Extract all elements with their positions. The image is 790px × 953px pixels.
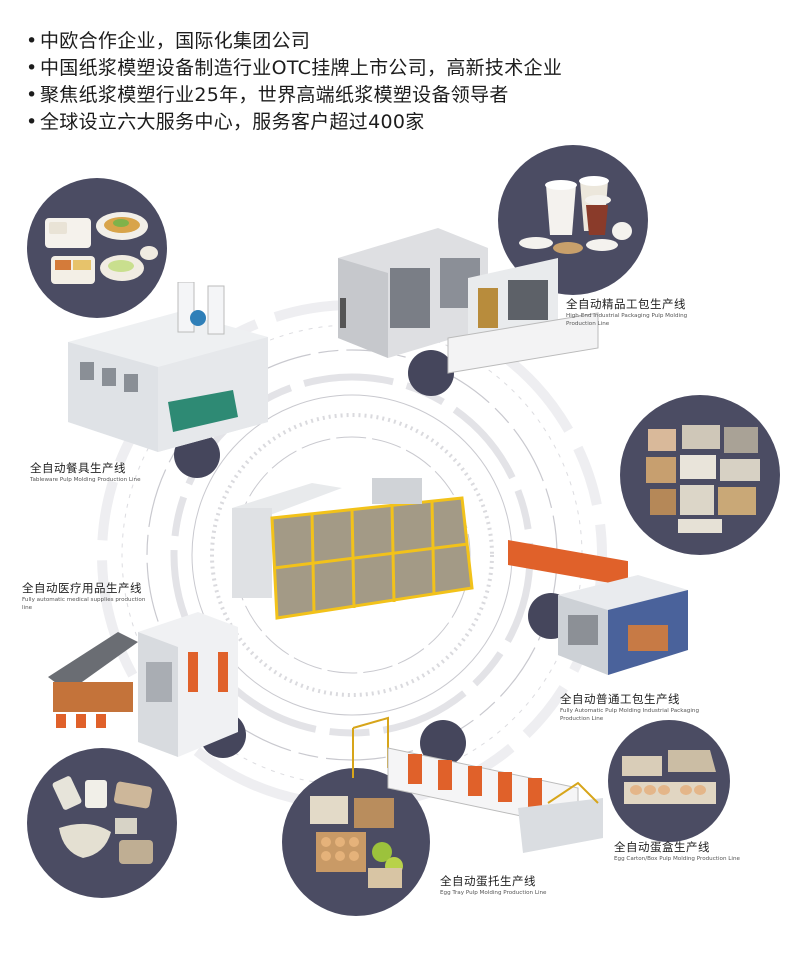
label-egg-tray-en-1: Egg Tray Pulp Molding Production Line — [440, 890, 547, 896]
medical-supplies-machine — [48, 612, 238, 757]
tableware-machine — [68, 282, 268, 452]
label-industrial-en-2: Production Line — [560, 716, 604, 722]
label-industrial-line: 全自动普通工包生产线 Fully Automatic Pulp Molding … — [560, 692, 699, 723]
medical-supplies-icon — [52, 776, 153, 864]
label-tableware-cn: 全自动餐具生产线 — [30, 461, 126, 475]
bullet-4: •全球设立六大服务中心，服务客户超过400家 — [26, 111, 425, 133]
label-egg-carton-cn: 全自动蛋盒生产线 — [614, 840, 710, 854]
egg-tray-machine — [352, 716, 603, 853]
egg-tray-circle — [282, 768, 430, 916]
label-high-end-line: 全自动精品工包生产线 High-End Industrial Packaging… — [566, 297, 687, 328]
tableware-products-circle — [27, 178, 167, 318]
label-egg-carton-line: 全自动蛋盒生产线 Egg Carton/Box Pulp Molding Pro… — [614, 840, 740, 863]
label-medical-en-1: Fully automatic medical supplies product… — [22, 597, 146, 603]
label-high-end-en-1: High-End Industrial Packaging Pulp Moldi… — [566, 313, 688, 319]
label-medical-cn: 全自动医疗用品生产线 — [22, 581, 142, 595]
industrial-packaging-circle — [620, 395, 780, 555]
label-medical-en-2: line — [22, 605, 33, 611]
cups-lids-icon — [519, 176, 632, 254]
label-tableware-line: 全自动餐具生产线 Tableware Pulp Molding Producti… — [30, 461, 141, 484]
company-bullets: •中欧合作企业，国际化集团公司 •中国纸浆模塑设备制造行业OTC挂牌上市公司，高… — [26, 28, 562, 136]
label-egg-carton-en-1: Egg Carton/Box Pulp Molding Production L… — [614, 856, 740, 862]
industrial-packaging-machine — [508, 540, 688, 675]
industrial-packaging-icon — [646, 425, 760, 533]
egg-carton-circle — [608, 720, 730, 842]
bullet-1: •中欧合作企业，国际化集团公司 — [26, 30, 311, 52]
egg-tray-icon — [310, 796, 403, 888]
label-high-end-en-2: Production Line — [566, 321, 610, 327]
connector-dot-high-end — [408, 350, 454, 396]
high-end-packaging-machine — [338, 228, 599, 374]
bullet-3: •聚焦纸浆模塑行业25年，世界高端纸浆模塑设备领导者 — [26, 84, 509, 106]
central-production-machine — [232, 478, 474, 620]
label-egg-tray-line: 全自动蛋托生产线 Egg Tray Pulp Molding Productio… — [440, 874, 547, 897]
label-industrial-en-1: Fully Automatic Pulp Molding Industrial … — [560, 708, 700, 714]
medical-supplies-circle — [27, 748, 177, 898]
label-tableware-en-1: Tableware Pulp Molding Production Line — [30, 477, 141, 483]
label-egg-tray-cn: 全自动蛋托生产线 — [440, 874, 536, 888]
label-medical-line: 全自动医疗用品生产线 Fully automatic medical suppl… — [22, 581, 145, 612]
bullet-2: •中国纸浆模塑设备制造行业OTC挂牌上市公司，高新技术企业 — [26, 57, 563, 79]
tableware-products-icon — [45, 212, 158, 284]
label-high-end-cn: 全自动精品工包生产线 — [566, 297, 686, 311]
label-industrial-cn: 全自动普通工包生产线 — [560, 692, 680, 706]
egg-carton-icon — [622, 750, 716, 804]
